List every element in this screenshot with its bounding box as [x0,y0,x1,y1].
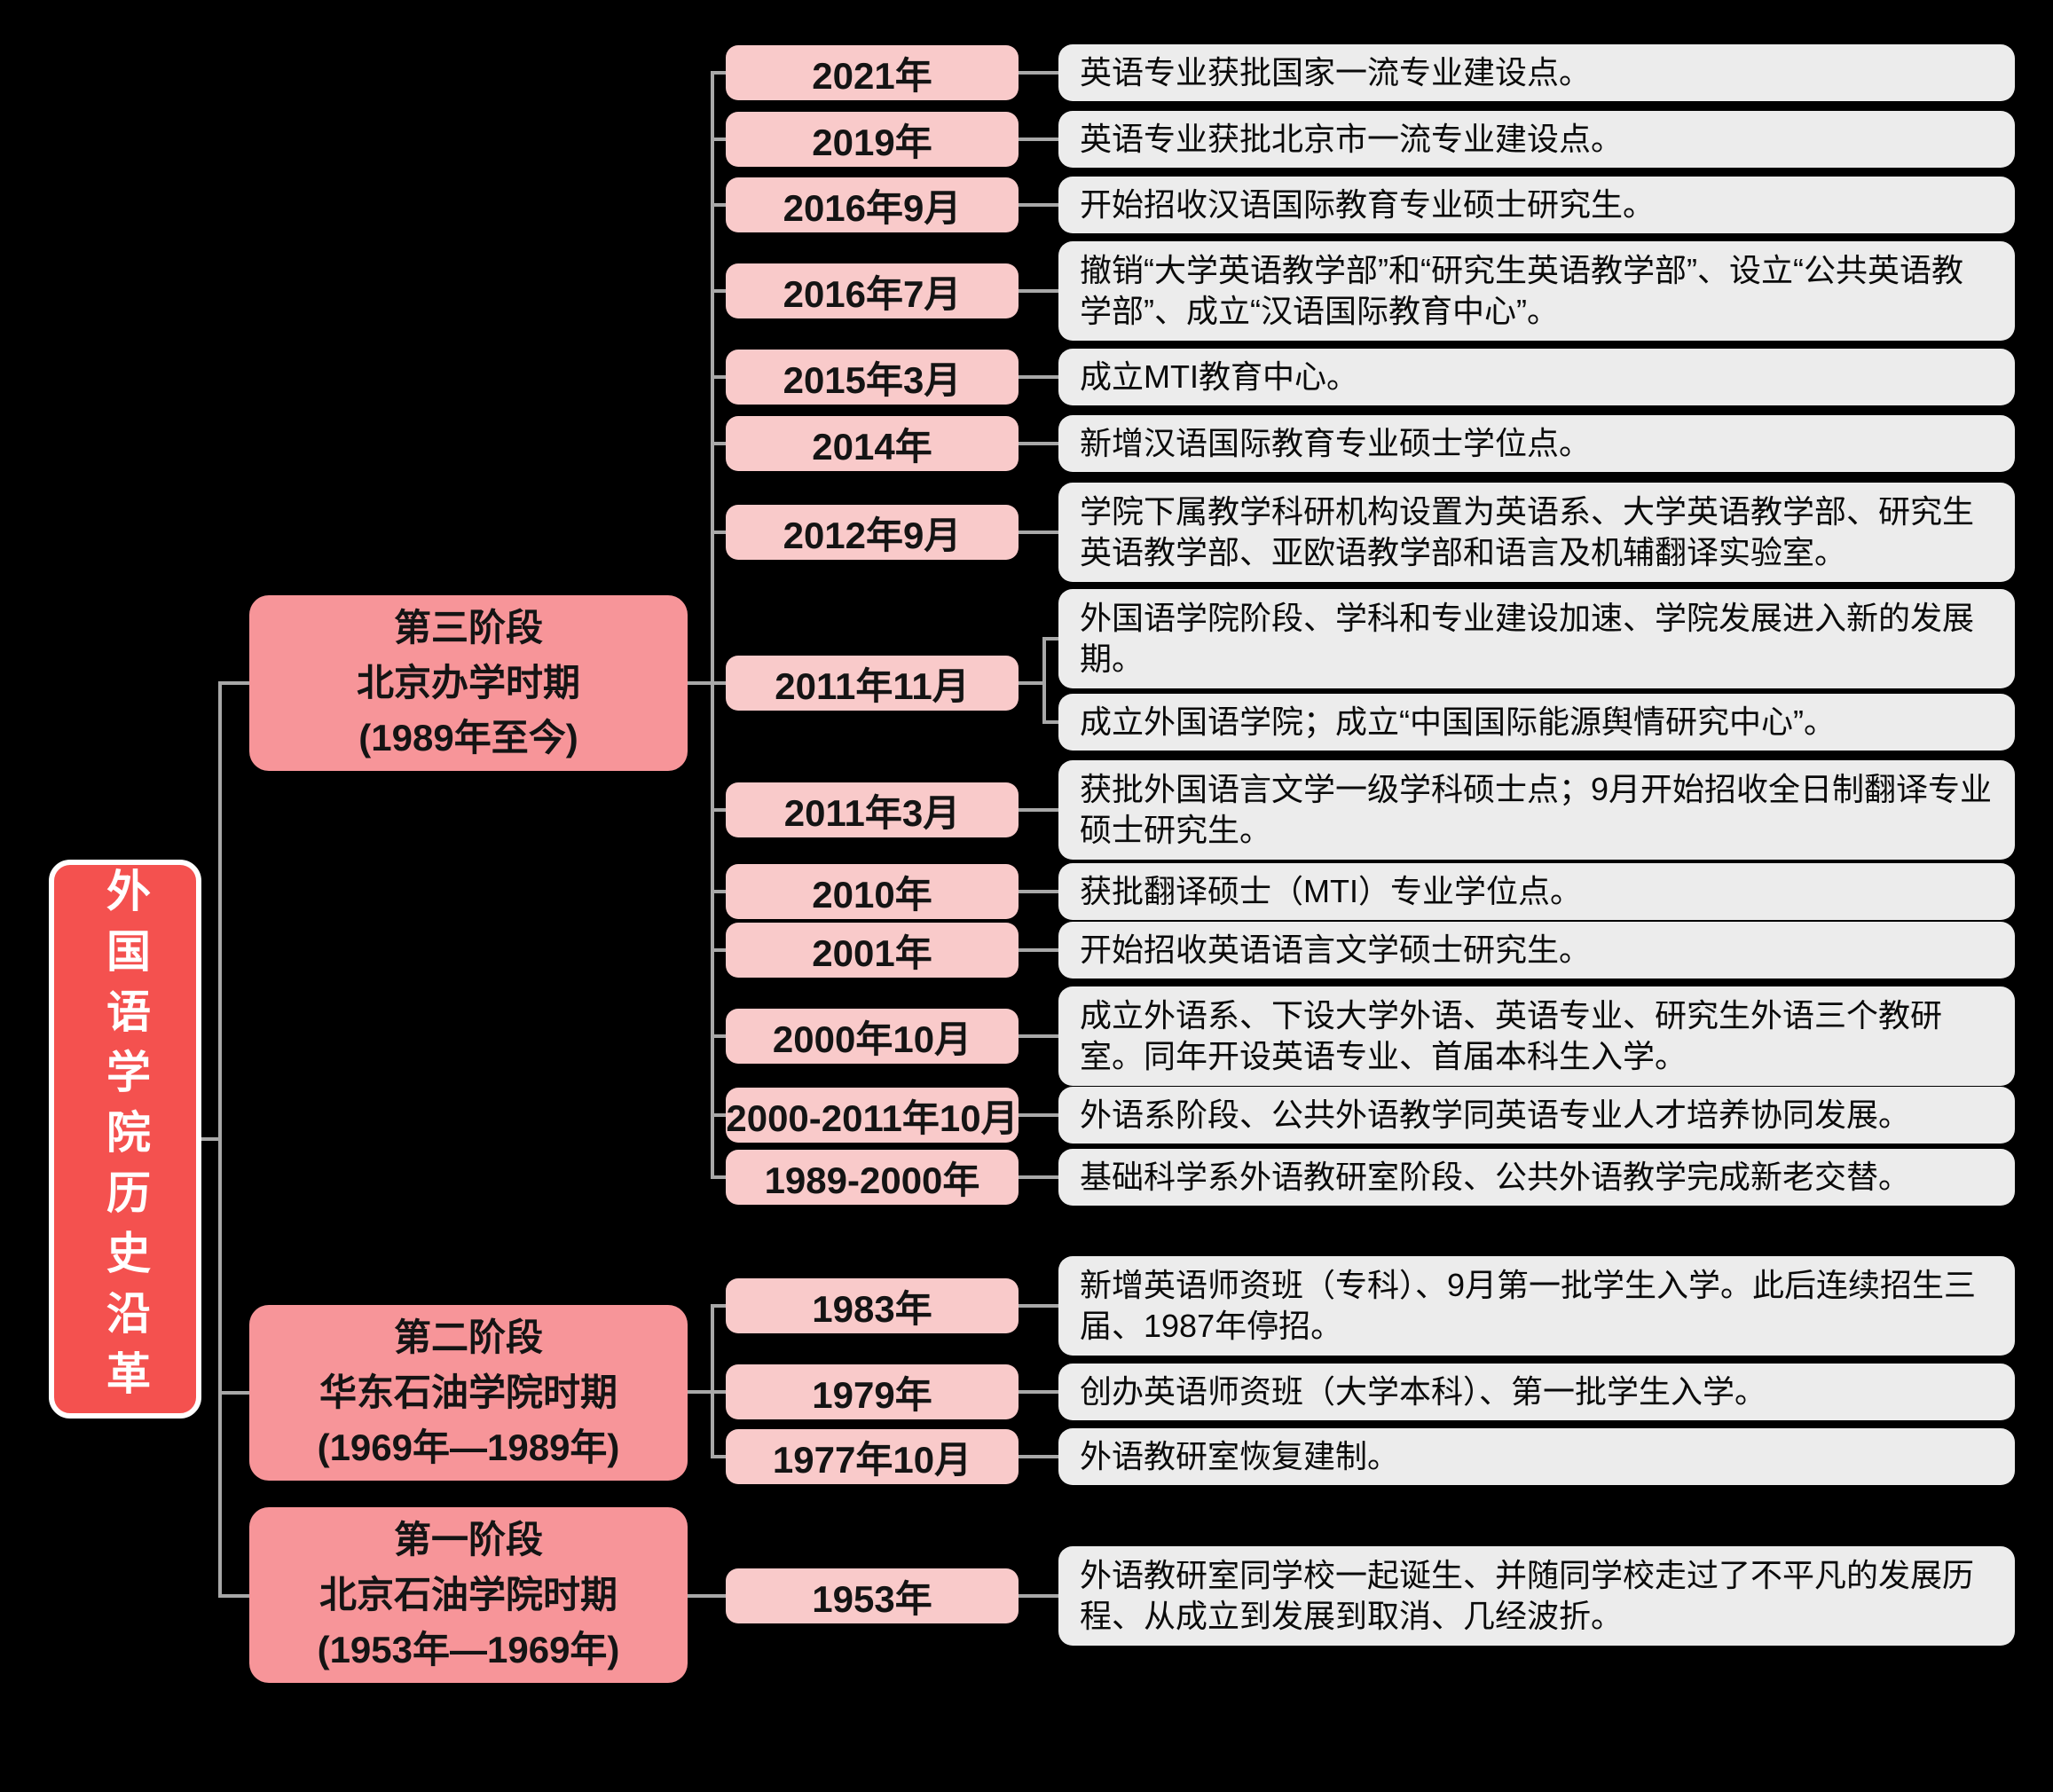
year-node: 2011年3月 [726,782,1019,837]
description-node: 获批外国语言文学一级学科硕士点；9月开始招收全日制翻译专业硕士研究生。 [1058,760,2015,860]
connector-line [1042,637,1060,641]
connector-line [712,1304,726,1308]
connector-line [712,1455,726,1458]
connector-line [1017,375,1058,379]
year-node: 1989-2000年 [726,1150,1019,1205]
connector-line [712,1113,726,1117]
description-node: 成立外国语学院；成立“中国国际能源舆情研究中心”。 [1058,694,2015,751]
connector-line [1017,71,1058,75]
year-node: 2015年3月 [726,350,1019,405]
connector-line [1017,1034,1058,1038]
description-node: 外国语学院阶段、学科和专业建设加速、学院发展进入新的发展期。 [1058,589,2015,688]
connector-line [201,1137,218,1141]
connector-line [1017,442,1058,445]
description-node: 基础科学系外语教研室阶段、公共外语教学完成新老交替。 [1058,1149,2015,1206]
description-node: 英语专业获批国家一流专业建设点。 [1058,44,2015,101]
connector-line [1017,1175,1058,1179]
description-node: 开始招收汉语国际教育专业硕士研究生。 [1058,177,2015,233]
branch-line-stage2 [711,1304,714,1458]
connector-line [712,531,726,534]
year-node: 2016年9月 [726,177,1019,232]
stage-node-1: 第一阶段 北京石油学院时期 (1953年—1969年) [249,1507,688,1683]
connector-line [712,890,726,893]
connector-line [1017,808,1058,812]
stage-node-2: 第二阶段 华东石油学院时期 (1969年—1989年) [249,1305,688,1481]
year-node: 2021年 [726,45,1019,100]
stage-node-3: 第三阶段 北京办学时期 (1989年至今) [249,595,688,771]
year-node: 2000年10月 [726,1009,1019,1064]
connector-line [688,681,726,685]
trunk-line [218,681,222,1598]
description-node: 学院下属教学科研机构设置为英语系、大学英语教学部、研究生英语教学部、亚欧语教学部… [1058,483,2015,582]
description-node: 外语教研室恢复建制。 [1058,1428,2015,1485]
connector-line [1017,890,1058,893]
year-node: 2010年 [726,864,1019,919]
connector-line [712,808,726,812]
connector-line [712,71,726,75]
year-node: 2012年9月 [726,505,1019,560]
description-node: 新增汉语国际教育专业硕士学位点。 [1058,415,2015,472]
description-node: 英语专业获批北京市一流专业建设点。 [1058,111,2015,168]
year-node: 2016年7月 [726,263,1019,318]
description-node: 成立MTI教育中心。 [1058,349,2015,405]
connector-line [712,138,726,141]
year-node: 1953年 [726,1568,1019,1623]
connector-line [712,1034,726,1038]
year-node: 2014年 [726,416,1019,471]
branch-line-stage3 [711,71,714,1179]
connector-line [712,375,726,379]
connector-line [688,1594,726,1598]
connector-line [712,1175,726,1179]
year-node: 1977年10月 [726,1429,1019,1484]
year-node: 2011年11月 [726,656,1019,711]
connector-line [222,1391,249,1395]
description-node: 开始招收英语语言文学硕士研究生。 [1058,922,2015,979]
connector-line [1017,289,1058,293]
connector-line [1017,1304,1058,1308]
connector-line [712,442,726,445]
bracket-line [1042,637,1046,724]
connector-line [1017,948,1058,952]
connector-line [1017,138,1058,141]
description-node: 外语教研室同学校一起诞生、并随同学校走过了不平凡的发展历程、从成立到发展到取消、… [1058,1546,2015,1646]
connector-line [1017,1594,1058,1598]
connector-line [1017,1113,1058,1117]
connector-line [712,948,726,952]
description-node: 成立外语系、下设大学外语、英语专业、研究生外语三个教研室。同年开设英语专业、首届… [1058,986,2015,1086]
connector-line [712,289,726,293]
connector-line [1017,1455,1058,1458]
connector-line [1017,531,1058,534]
connector-line [1017,681,1044,685]
description-node: 获批翻译硕士（MTI）专业学位点。 [1058,863,2015,920]
root-node: 外国语学院历史沿革 [49,860,201,1419]
year-node: 1983年 [726,1278,1019,1333]
description-node: 新增英语师资班（专科）、9月第一批学生入学。此后连续招生三届、1987年停招。 [1058,1256,2015,1356]
year-node: 2001年 [726,923,1019,978]
description-node: 外语系阶段、公共外语教学同英语专业人才培养协同发展。 [1058,1087,2015,1144]
connector-line [1017,1390,1058,1394]
connector-line [222,681,249,685]
year-node: 1979年 [726,1364,1019,1419]
year-node: 2019年 [726,112,1019,167]
description-node: 撤销“大学英语教学部”和“研究生英语教学部”、设立“公共英语教学部”、成立“汉语… [1058,241,2015,341]
connector-line [222,1594,249,1598]
description-node: 创办英语师资班（大学本科）、第一批学生入学。 [1058,1364,2015,1420]
year-node: 2000-2011年10月 [726,1088,1019,1143]
connector-line [688,1390,726,1394]
connector-line [1017,203,1058,207]
connector-line [1042,720,1060,724]
connector-line [712,203,726,207]
